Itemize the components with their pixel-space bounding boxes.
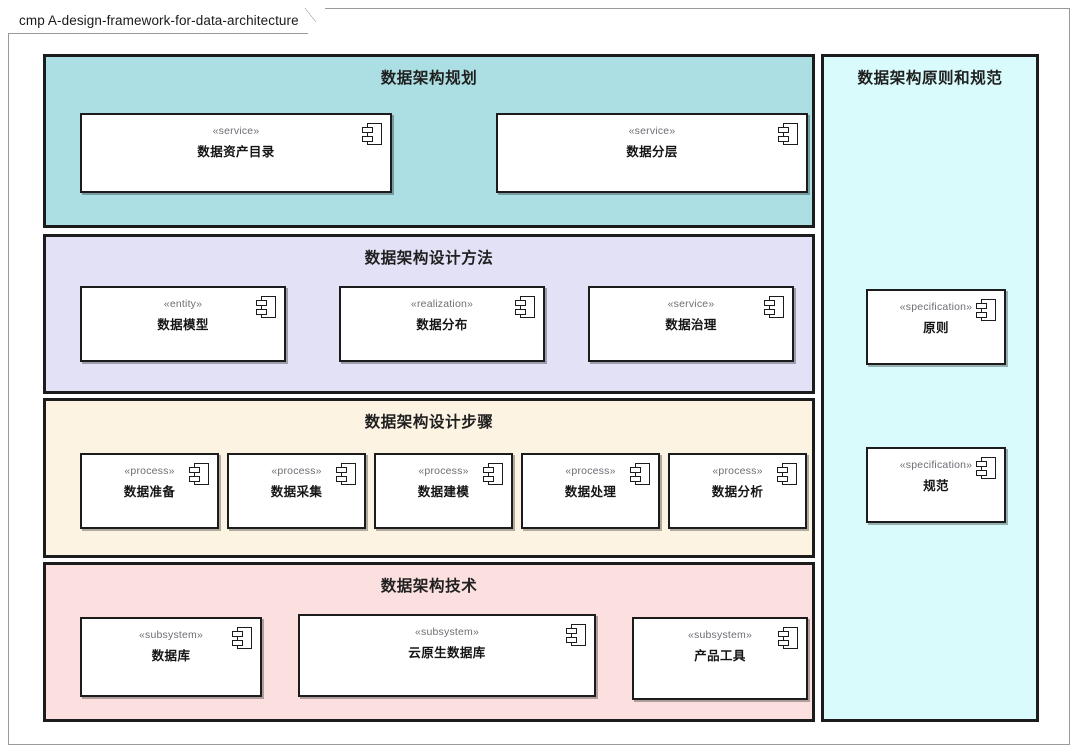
package-title: 数据架构原则和规范 [857,70,1003,87]
package-title: 数据架构设计步骤 [364,414,494,431]
uml-component-icon [777,463,797,485]
component-name: 数据模型 [157,318,209,332]
uml-component-icon [256,296,276,318]
component-data-modeling[interactable]: «process» 数据建模 [374,453,513,529]
component-stereotype: «service» [667,298,715,310]
package-title: 数据架构设计方法 [364,250,494,267]
package-content: «specification» 原则 «specification» 规范 [824,57,1036,719]
component-database[interactable]: «subsystem» 数据库 [80,617,262,697]
component-data-processing[interactable]: «process» 数据处理 [521,453,660,529]
component-stereotype: «specification» [899,301,973,313]
component-name: 数据分层 [626,145,678,159]
component-name: 数据治理 [665,318,717,332]
component-data-preparation[interactable]: «process» 数据准备 [80,453,219,529]
component-principle[interactable]: «specification» 原则 [866,289,1006,365]
component-name: 数据处理 [564,485,617,499]
component-stereotype: «entity» [163,298,203,310]
component-name: 数据库 [151,649,191,663]
frame-name-label: cmp A-design-framework-for-data-architec… [19,13,299,28]
component-stereotype: «service» [212,125,260,137]
component-name: 数据资产目录 [197,145,275,159]
uml-component-icon [976,457,996,479]
uml-component-icon [976,299,996,321]
component-data-distribution[interactable]: «realization» 数据分布 [339,286,545,362]
uml-component-icon [778,627,798,649]
uml-component-icon [362,123,382,145]
package-data-architecture-design-steps[interactable]: 数据架构设计步骤 «process» 数据准备 «process» 数据采集 [43,398,815,558]
uml-component-icon [189,463,209,485]
component-stereotype: «process» [271,465,322,477]
component-cloud-native-database[interactable]: «subsystem» 云原生数据库 [298,614,596,697]
package-data-architecture-principles-and-norms[interactable]: 数据架构原则和规范 «specification» 原则 «specificat… [821,54,1039,722]
component-name: 数据分析 [711,485,764,499]
uml-component-icon [764,296,784,318]
uml-component-icon [336,463,356,485]
package-data-architecture-planning[interactable]: 数据架构规划 «service» 数据资产目录 «service» 数据分层 [43,54,815,228]
component-name: 数据建模 [417,485,470,499]
component-stereotype: «subsystem» [138,629,204,641]
frame-name-tab[interactable]: cmp A-design-framework-for-data-architec… [8,8,326,34]
package-content: «entity» 数据模型 «realization» 数据分布 «servic… [46,237,812,391]
component-name: 数据准备 [123,485,176,499]
component-name: 原则 [923,321,949,335]
component-name: 云原生数据库 [408,646,486,660]
package-title: 数据架构技术 [380,578,478,595]
uml-component-icon [566,624,586,646]
package-content: «process» 数据准备 «process» 数据采集 «process» … [46,401,812,555]
component-product-tools[interactable]: «subsystem» 产品工具 [632,617,808,700]
component-norm[interactable]: «specification» 规范 [866,447,1006,523]
component-data-asset-catalog[interactable]: «service» 数据资产目录 [80,113,392,193]
package-data-architecture-design-method[interactable]: 数据架构设计方法 «entity» 数据模型 «realization» 数据分… [43,234,815,394]
component-stereotype: «subsystem» [414,626,480,638]
component-stereotype: «process» [565,465,616,477]
uml-component-icon [778,123,798,145]
component-name: 规范 [923,479,949,493]
package-data-architecture-technology[interactable]: 数据架构技术 «subsystem» 数据库 «subsystem» 云原生数据… [43,562,815,722]
package-content: «subsystem» 数据库 «subsystem» 云原生数据库 «subs… [46,565,812,719]
uml-component-icon [515,296,535,318]
package-content: «service» 数据资产目录 «service» 数据分层 [46,57,812,225]
component-name: 产品工具 [694,649,746,663]
component-stereotype: «process» [124,465,175,477]
component-data-layering[interactable]: «service» 数据分层 [496,113,808,193]
component-name: 数据分布 [416,318,468,332]
component-data-governance[interactable]: «service» 数据治理 [588,286,794,362]
uml-component-icon [483,463,503,485]
uml-component-icon [232,627,252,649]
component-stereotype: «realization» [410,298,474,310]
component-data-collection[interactable]: «process» 数据采集 [227,453,366,529]
component-stereotype: «specification» [899,459,973,471]
uml-component-icon [630,463,650,485]
package-title: 数据架构规划 [380,70,478,87]
component-data-model[interactable]: «entity» 数据模型 [80,286,286,362]
component-stereotype: «process» [712,465,763,477]
component-stereotype: «service» [628,125,676,137]
component-stereotype: «subsystem» [687,629,753,641]
diagram-canvas: 数据架构规划 «service» 数据资产目录 «service» 数据分层 [9,9,1071,746]
component-name: 数据采集 [270,485,323,499]
component-data-analysis[interactable]: «process» 数据分析 [668,453,807,529]
component-stereotype: «process» [418,465,469,477]
diagram-frame: 数据架构规划 «service» 数据资产目录 «service» 数据分层 [8,8,1070,745]
